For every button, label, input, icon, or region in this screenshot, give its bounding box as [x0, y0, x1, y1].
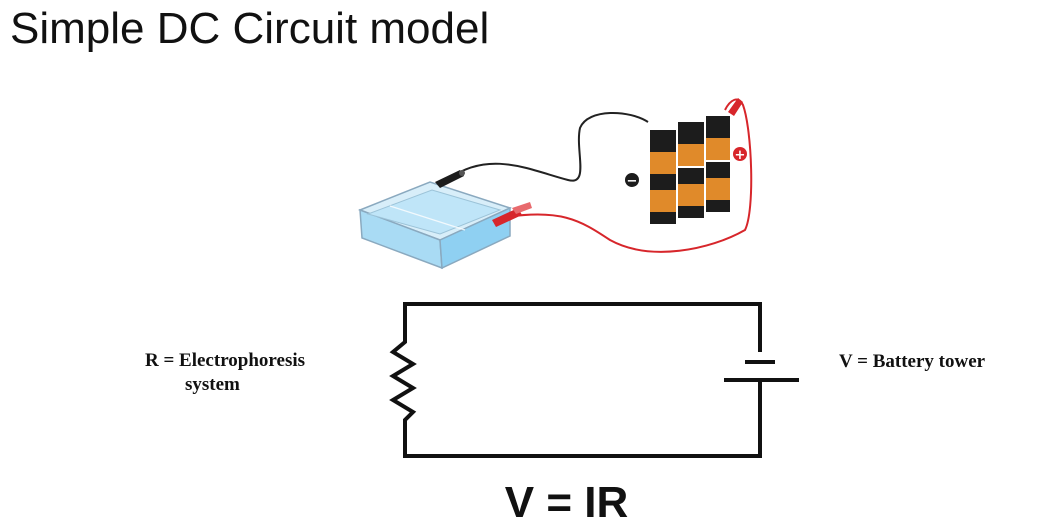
battery-label: V = Battery tower	[839, 351, 986, 372]
battery-symbol	[724, 360, 799, 382]
red-wire	[499, 98, 753, 253]
ohms-law-equation: V = IR	[504, 478, 629, 527]
bottom-wire	[403, 382, 762, 458]
resistor-label: R = Electrophoresis system	[145, 349, 305, 397]
black-wire	[449, 112, 649, 182]
negative-terminal-icon: −	[625, 173, 639, 189]
top-wire	[403, 302, 762, 352]
svg-text:−: −	[627, 174, 638, 189]
positive-terminal-icon: +	[733, 147, 747, 163]
gel-chamber	[357, 181, 513, 270]
red-clip	[492, 202, 532, 227]
resistor-symbol	[389, 332, 417, 458]
electrophoresis-setup-illustration: − +	[357, 98, 753, 270]
svg-text:+: +	[735, 148, 746, 163]
resistor-label-line2: system	[185, 374, 240, 395]
black-clip	[435, 170, 465, 188]
resistor-label-line1: R = Electrophoresis	[145, 350, 306, 371]
battery-tower	[650, 98, 743, 224]
page-title: Simple DC Circuit model	[10, 4, 490, 53]
